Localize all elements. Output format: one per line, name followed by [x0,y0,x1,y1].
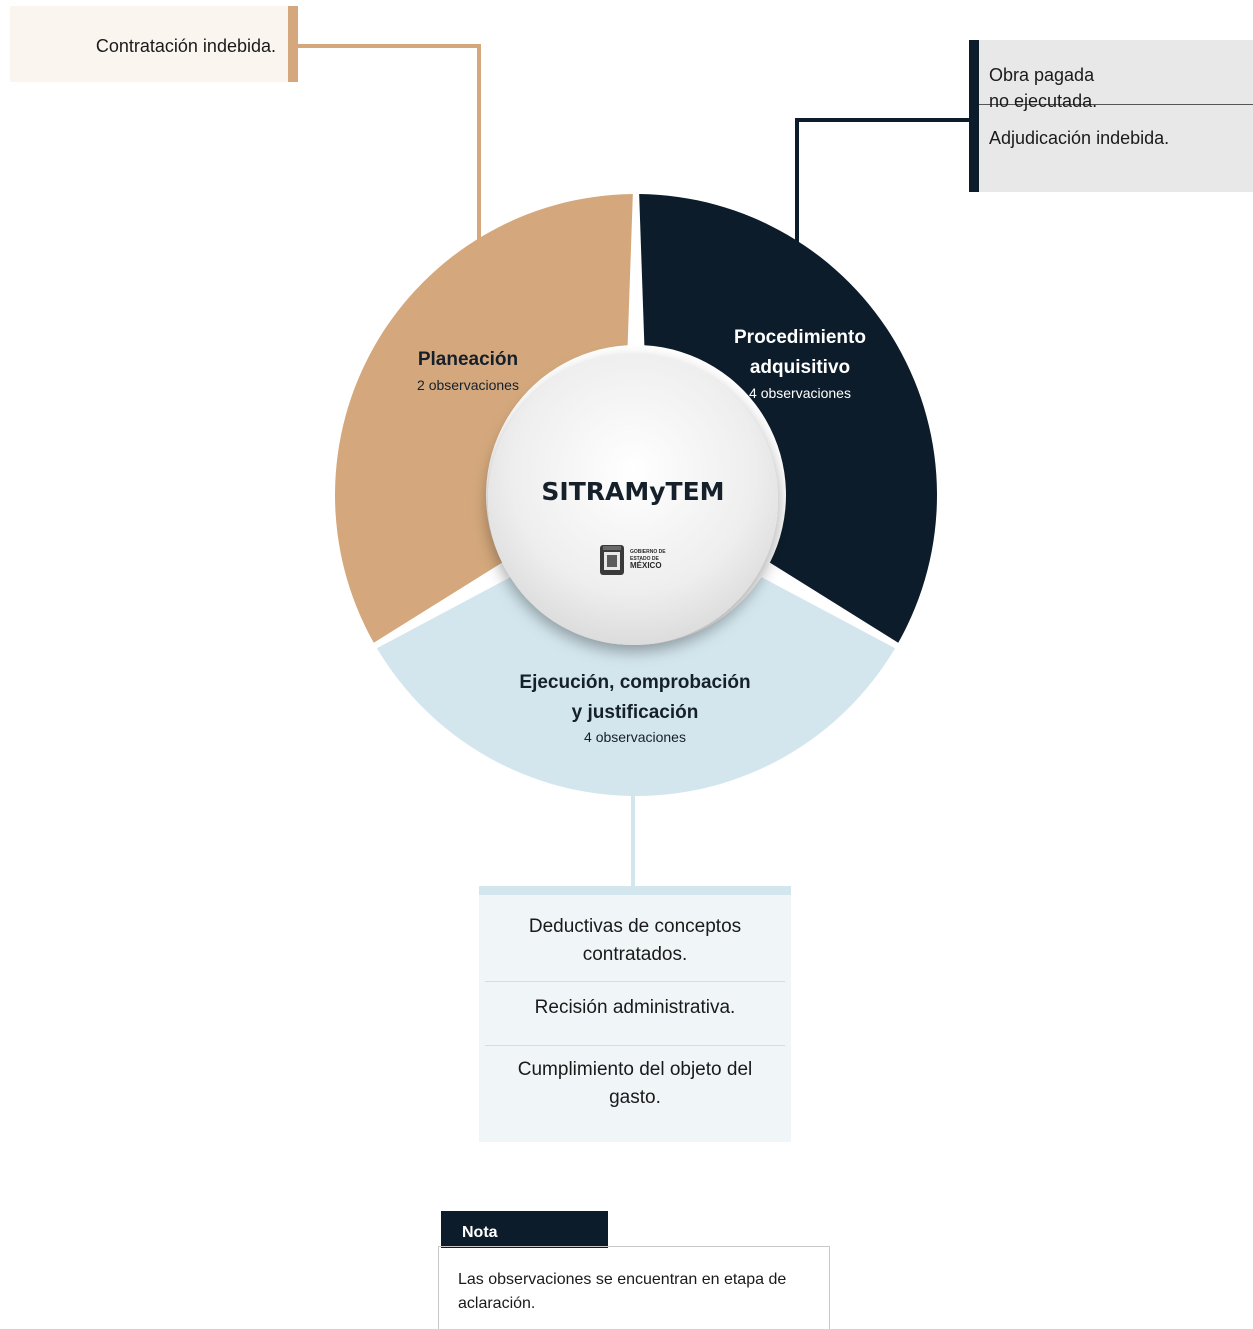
procedimiento-item-2: Adjudicación indebida. [989,128,1170,148]
nota-text: Las observaciones se encuentran en etapa… [438,1246,830,1329]
logo-line-3: MÉXICO [630,561,662,570]
procedimiento-title-line2: adquisitivo [750,357,850,378]
ejecucion-item-1-line-2: contratados. [582,944,688,965]
ejecucion-count: 4 observaciones [584,729,686,745]
procedimiento-detail-box: Obra pagada no ejecutada. Adjudicación i… [969,40,1253,192]
ejecucion-title-line1: Ejecución, comprobación [519,672,750,693]
ejecucion-item-3-line-1: Cumplimiento del objeto del [517,1059,753,1080]
ejecucion-item-1: Deductivas de conceptos contratados. [485,895,785,982]
connector-planeacion [298,44,481,240]
logo-line-2: ESTADO DE [630,556,659,562]
connector-procedimiento [795,118,969,245]
ejecucion-item-3-line-2: gasto. [609,1087,661,1108]
ejecucion-item-3: Cumplimiento del objeto del gasto. [485,1046,785,1112]
nota-label: Nota [441,1211,608,1248]
center-circle [488,355,778,645]
ejecucion-item-2: Recisión administrativa. [485,982,785,1046]
procedimiento-count: 4 observaciones [749,385,851,401]
procedimiento-item-1-line-1: Obra pagada [989,65,1095,85]
ejecucion-title-line2: y justificación [572,702,699,723]
logo-line-1: GOBIERNO DE [630,549,666,555]
segment-ejecucion [376,577,896,797]
procedimiento-item-1: Obra pagada no ejecutada. [979,40,1253,111]
segment-planeacion [335,194,633,643]
planeacion-detail-box: Contratación indebida. [10,6,298,82]
planeacion-count: 2 observaciones [417,377,519,393]
center-title: SITRAMyTEM [541,477,724,506]
procedimiento-item-1-line-2: no ejecutada. [989,91,1098,111]
gobierno-mexico-logo-icon [600,545,624,575]
procedimiento-title-line1: Procedimiento [734,327,866,348]
ejecucion-item-1-line-1: Deductivas de conceptos [528,916,742,937]
segment-procedimiento [639,194,938,643]
planeacion-item: Contratación indebida. [95,36,276,56]
ejecucion-detail-box: Deductivas de conceptos contratados. Rec… [479,886,791,1142]
planeacion-title: Planeación [418,349,518,370]
